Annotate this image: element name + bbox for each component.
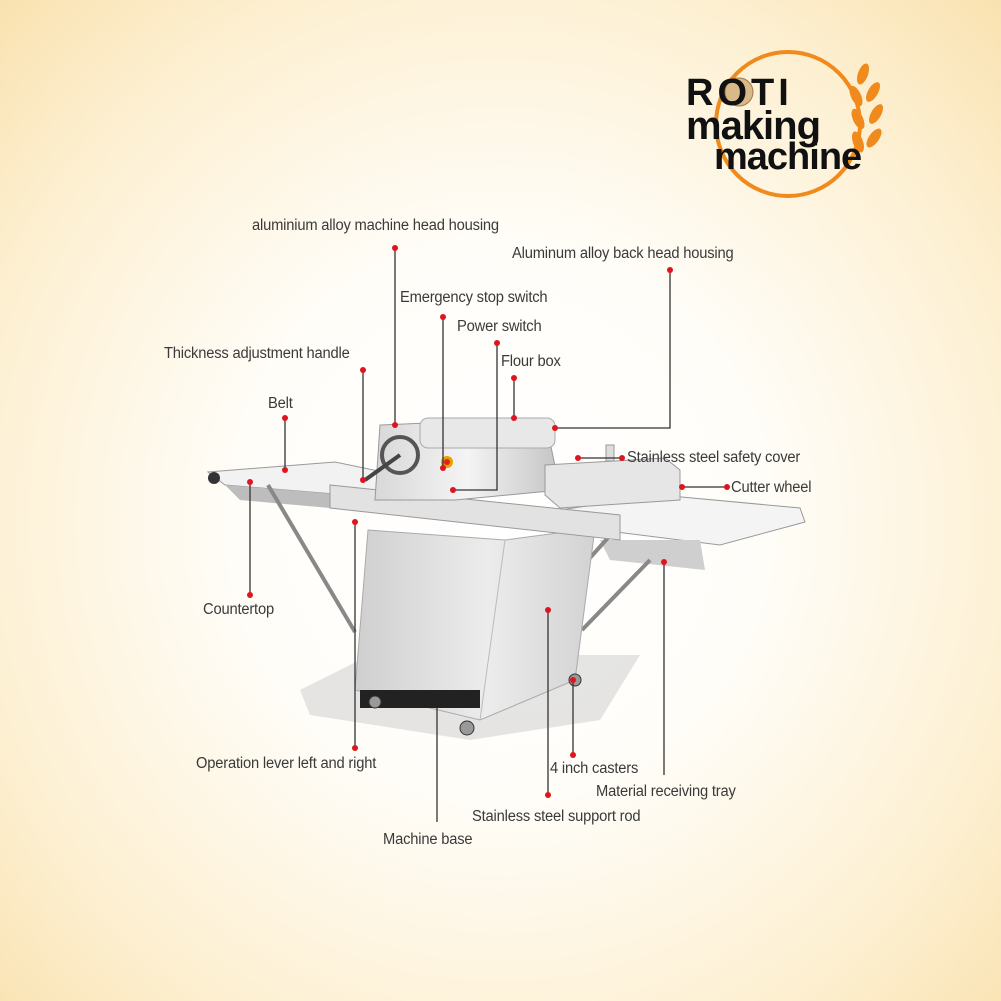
logo-line2: making xyxy=(686,104,821,148)
label-back-head-housing: Aluminum alloy back head housing xyxy=(512,245,734,262)
label-safety-cover: Stainless steel safety cover xyxy=(627,449,801,466)
label-thickness-handle: Thickness adjustment handle xyxy=(164,345,350,362)
support-rod-left xyxy=(266,483,357,634)
label-receiving-tray: Material receiving tray xyxy=(596,783,736,800)
label-power-switch: Power switch xyxy=(457,318,542,335)
label-casters: 4 inch casters xyxy=(550,760,639,777)
logo-ring xyxy=(714,50,883,198)
label-belt: Belt xyxy=(268,395,293,412)
label-emergency-stop: Emergency stop switch xyxy=(400,289,548,306)
cutter-box xyxy=(544,457,681,509)
logo: ROTI making machine xyxy=(680,44,920,204)
logo-line3: machine xyxy=(714,136,862,178)
label-cutter-wheel: Cutter wheel xyxy=(731,479,812,496)
label-countertop: Countertop xyxy=(203,601,274,618)
label-operation-lever: Operation lever left and right xyxy=(196,755,377,772)
label-head-housing: aluminium alloy machine head housing xyxy=(252,217,499,234)
label-machine-base: Machine base xyxy=(383,831,473,848)
leader-dots xyxy=(247,245,730,798)
logo-line1: ROTI xyxy=(686,72,793,114)
leader-lines xyxy=(249,248,727,822)
label-flour-box: Flour box xyxy=(501,353,561,370)
label-support-rod: Stainless steel support rod xyxy=(472,808,641,825)
